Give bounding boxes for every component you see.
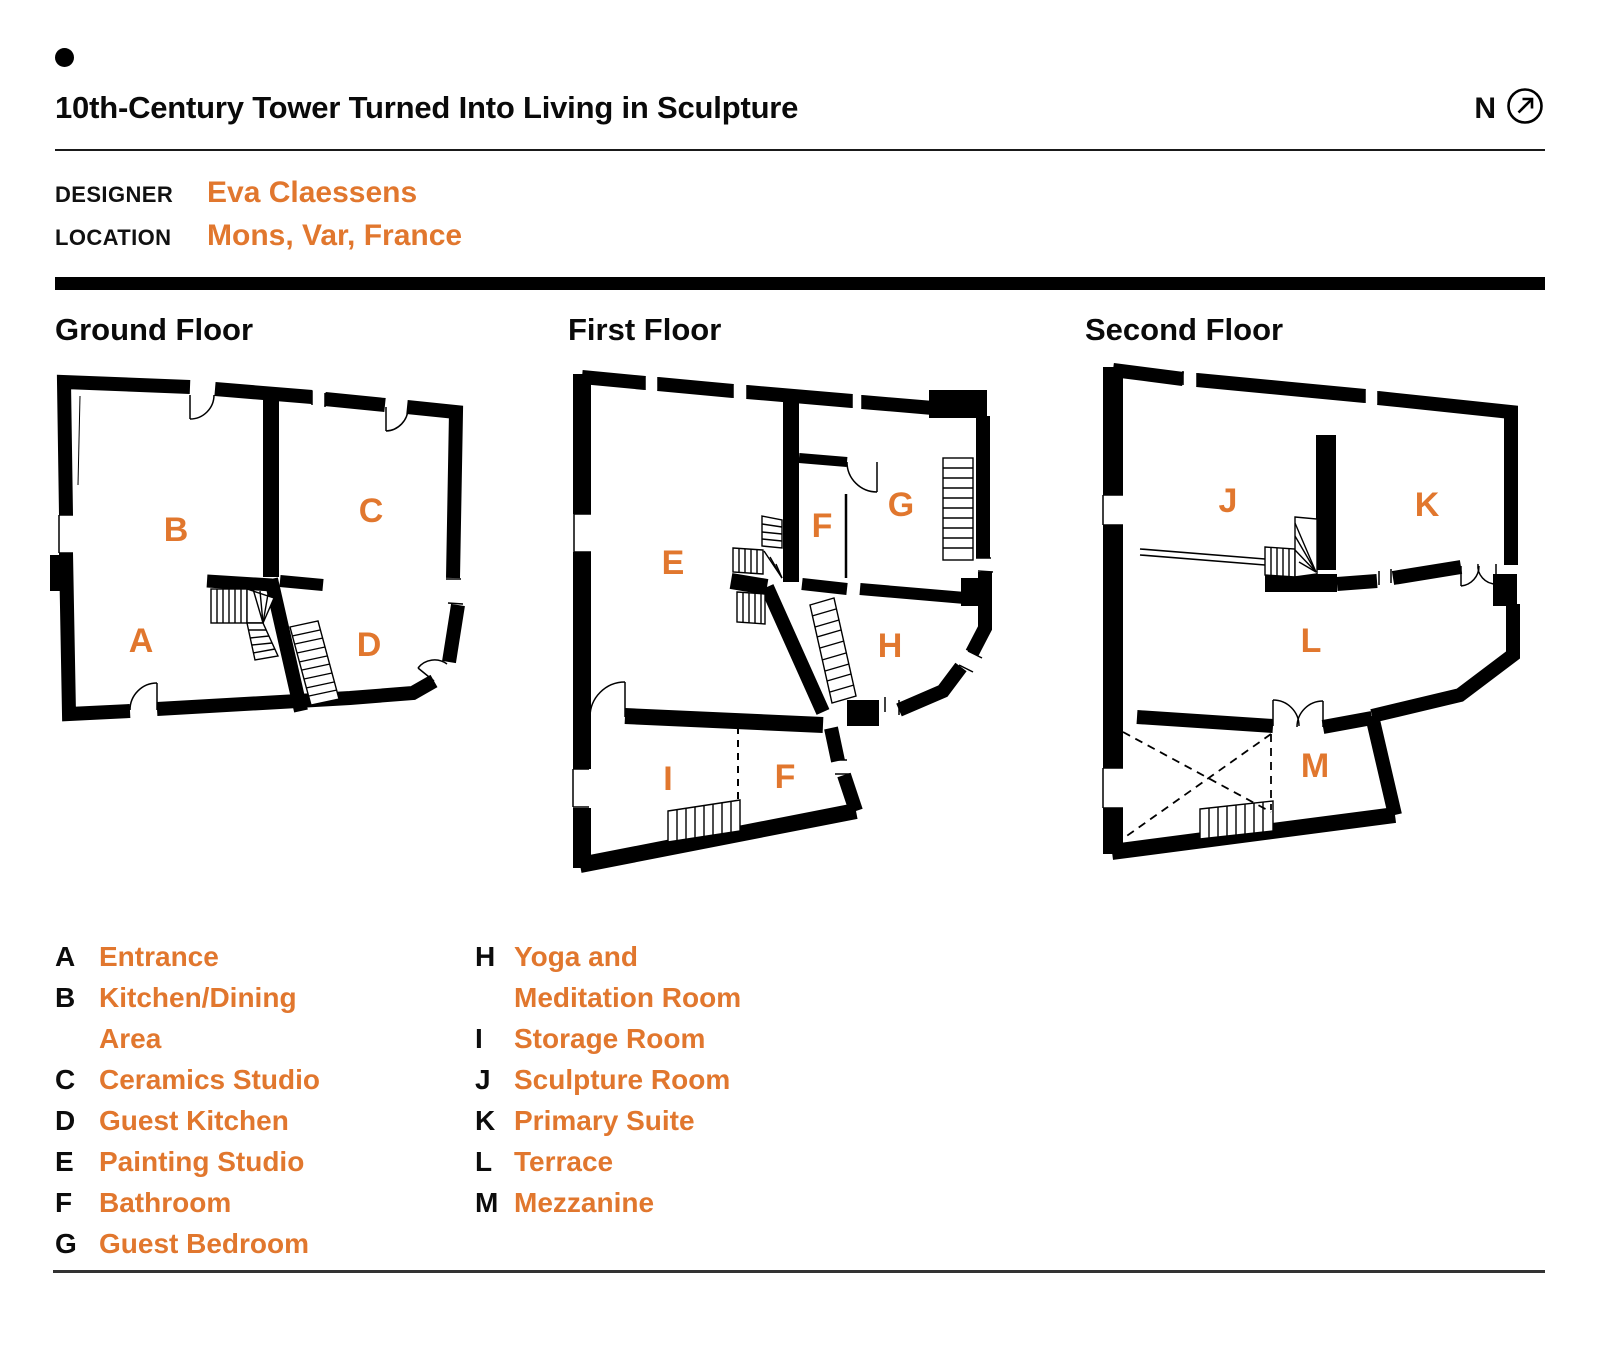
legend-letter: L bbox=[475, 1146, 493, 1177]
legend-column-1: A Entrance B Kitchen/Dining Area C Ceramics… bbox=[55, 936, 455, 1264]
legend-name: Ceramics Studio bbox=[99, 1064, 320, 1095]
legend-item: F Bathroom bbox=[55, 1182, 455, 1223]
room-label: K bbox=[1415, 486, 1440, 524]
legend-item: L Terrace bbox=[475, 1141, 775, 1182]
legend-letter: M bbox=[475, 1187, 499, 1218]
page-title: 10th-Century Tower Turned Into Living in… bbox=[55, 90, 799, 125]
second-stairs bbox=[1199, 516, 1318, 840]
legend-item: J Sculpture Room bbox=[475, 1059, 775, 1100]
designer-label: DESIGNER bbox=[55, 182, 174, 207]
balustrade bbox=[1139, 548, 1266, 566]
legend-name: Kitchen/Dining Area bbox=[99, 982, 297, 1054]
room-label: M bbox=[1301, 747, 1329, 785]
legend-item: K Primary Suite bbox=[475, 1100, 775, 1141]
legend-letter: A bbox=[55, 941, 76, 972]
legend-item: M Mezzanine bbox=[475, 1182, 775, 1223]
ground-doors bbox=[129, 394, 448, 711]
first-windows bbox=[572, 376, 994, 808]
room-label: D bbox=[357, 626, 382, 664]
legend-name: Painting Studio bbox=[99, 1146, 305, 1177]
legend-item: H Yoga and Meditation Room bbox=[475, 936, 775, 1018]
legend-item: B Kitchen/Dining Area bbox=[55, 977, 455, 1059]
room-label: E bbox=[662, 544, 685, 582]
north-label: N bbox=[1474, 91, 1496, 125]
legend-item: I Storage Room bbox=[475, 1018, 775, 1059]
north-indicator: N bbox=[1474, 86, 1545, 131]
legend-item: C Ceramics Studio bbox=[55, 1059, 455, 1100]
designer-value: Eva Claessens bbox=[207, 176, 418, 209]
location-row: LOCATION Mons, Var, France bbox=[55, 219, 462, 262]
legend-name: Storage Room bbox=[514, 1023, 706, 1054]
legend-item: D Guest Kitchen bbox=[55, 1100, 455, 1141]
first-floor-plan: E F G H I F bbox=[555, 360, 1015, 880]
legend-name: Bathroom bbox=[99, 1187, 232, 1218]
legend-letter: I bbox=[475, 1023, 483, 1054]
ground-floor-plan: B C A D bbox=[50, 365, 510, 745]
legend-letter: E bbox=[55, 1146, 74, 1177]
meta-block: DESIGNER Eva Claessens LOCATION Mons, Va… bbox=[55, 176, 462, 262]
legend-name: Entrance bbox=[99, 941, 219, 972]
room-label: C bbox=[359, 492, 384, 530]
designer-row: DESIGNER Eva Claessens bbox=[55, 176, 462, 219]
section-divider-bar bbox=[55, 277, 1545, 290]
bullet-dot bbox=[55, 48, 74, 67]
legend-letter: D bbox=[55, 1105, 76, 1136]
legend-item: A Entrance bbox=[55, 936, 455, 977]
legend-letter: K bbox=[475, 1105, 496, 1136]
second-floor-plan: J K L M bbox=[1085, 360, 1535, 865]
first-stairs bbox=[667, 457, 974, 843]
legend-name: Guest Bedroom bbox=[99, 1228, 310, 1259]
open-area-dashes bbox=[1120, 731, 1272, 841]
second-windows bbox=[1102, 371, 1392, 809]
legend-name: Mezzanine bbox=[514, 1187, 655, 1218]
north-arrow-icon bbox=[1505, 86, 1545, 131]
room-label: J bbox=[1219, 482, 1238, 520]
ground-stairs bbox=[210, 588, 340, 706]
room-label: B bbox=[164, 511, 189, 549]
legend-letter: F bbox=[55, 1187, 73, 1218]
legend-letter: H bbox=[475, 941, 496, 972]
footer-divider bbox=[53, 1270, 1545, 1273]
room-label: F bbox=[775, 758, 796, 796]
legend-letter: G bbox=[55, 1228, 77, 1259]
floor-title-second: Second Floor bbox=[1085, 312, 1284, 347]
room-label: I bbox=[663, 760, 672, 798]
legend-name: Guest Kitchen bbox=[99, 1105, 289, 1136]
legend-item: E Painting Studio bbox=[55, 1141, 455, 1182]
location-label: LOCATION bbox=[55, 225, 172, 250]
floor-title-ground: Ground Floor bbox=[55, 312, 254, 347]
header-divider bbox=[55, 149, 1545, 151]
room-label: A bbox=[129, 622, 154, 660]
floor-title-first: First Floor bbox=[568, 312, 722, 347]
legend-letter: J bbox=[475, 1064, 491, 1095]
legend-name: Terrace bbox=[514, 1146, 614, 1177]
legend-letter: B bbox=[55, 982, 76, 1013]
second-doors bbox=[1272, 563, 1497, 728]
legend-name: Sculpture Room bbox=[514, 1064, 731, 1095]
room-label: H bbox=[878, 627, 903, 665]
legend-name: Yoga and Meditation Room bbox=[514, 941, 742, 1013]
location-value: Mons, Var, France bbox=[207, 219, 463, 252]
room-label: F bbox=[812, 507, 833, 545]
legend-name: Primary Suite bbox=[514, 1105, 695, 1136]
ground-windows bbox=[58, 391, 464, 605]
first-doors bbox=[589, 461, 878, 718]
room-label: G bbox=[888, 486, 914, 524]
legend-item: G Guest Bedroom bbox=[55, 1223, 455, 1264]
legend-letter: C bbox=[55, 1064, 76, 1095]
room-label: L bbox=[1301, 622, 1322, 660]
